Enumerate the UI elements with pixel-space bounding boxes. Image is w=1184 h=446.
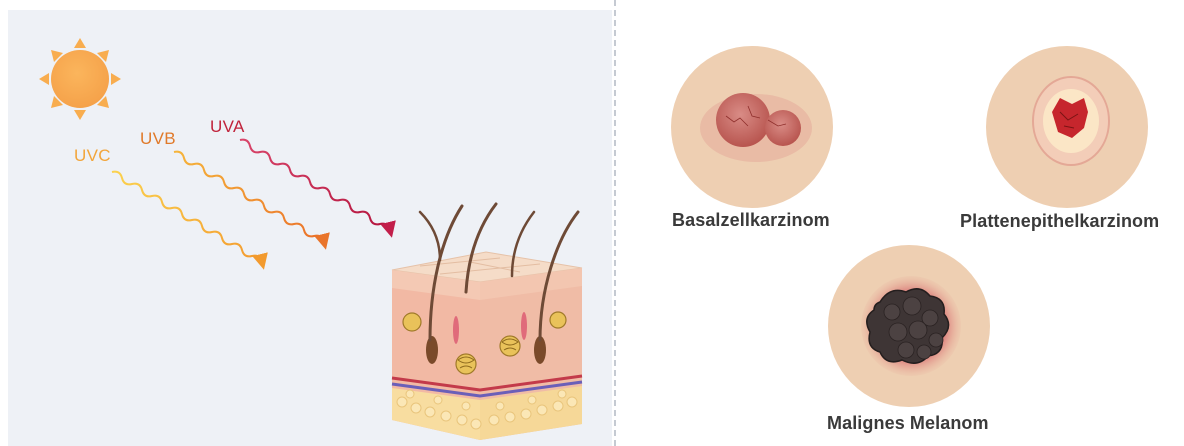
uvc-label: UVC <box>74 146 111 166</box>
squamous-cell-carcinoma-icon <box>986 46 1148 208</box>
uvb-ray <box>174 152 324 242</box>
uvc-ray <box>112 172 262 262</box>
sun-icon <box>39 38 121 120</box>
skin-cross-section-icon <box>392 204 582 440</box>
uvb-label: UVB <box>140 129 176 149</box>
basal-cell-carcinoma-icon <box>671 46 833 208</box>
uva-ray <box>240 140 390 230</box>
uva-label: UVA <box>210 117 245 137</box>
basal-cell-carcinoma-label: Basalzellkarzinom <box>672 210 830 231</box>
melanoma-label: Malignes Melanom <box>827 413 989 434</box>
melanoma-icon <box>828 245 990 407</box>
squamous-cell-carcinoma-label: Plattenepithelkarzinom <box>960 211 1159 232</box>
